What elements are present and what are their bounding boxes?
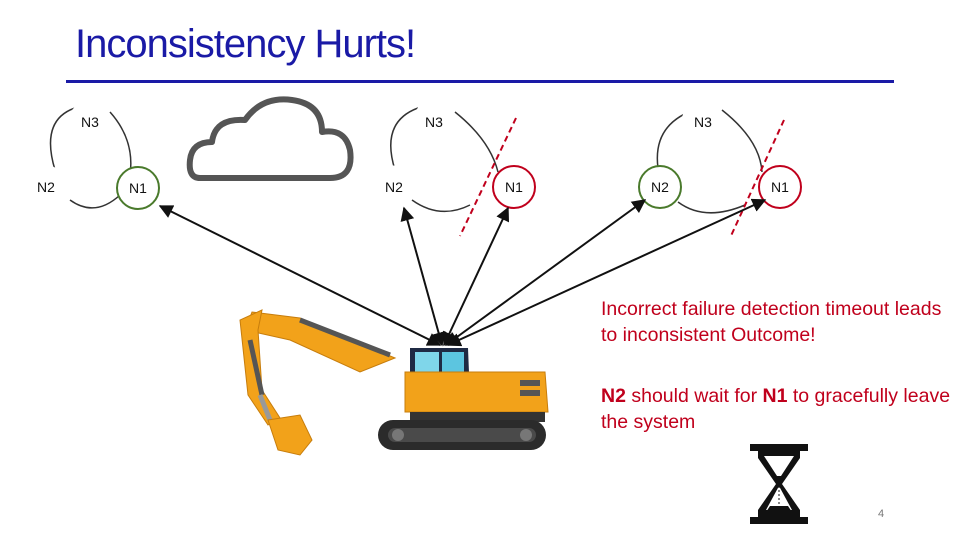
cluster-1-n1-label: N1: [129, 180, 147, 196]
cluster-2-n1-label: N1: [505, 179, 523, 195]
cluster-3-n1-label: N1: [771, 179, 789, 195]
arrow-to-cluster-3-n1: [446, 198, 767, 347]
cluster-1-n2-node: [24, 165, 68, 209]
graceful-leave-note: N2 should wait for N1 to gracefully leav…: [601, 383, 951, 435]
cloud-icon: [186, 96, 354, 181]
cluster-1-n1-node: [116, 166, 160, 210]
cluster-1-n3-label: N3: [81, 114, 99, 130]
cluster-3-n1-node: [758, 165, 802, 209]
cluster-1-n3-node: [68, 100, 112, 144]
note-n1: N1: [762, 385, 788, 407]
partition-line-1: [459, 117, 517, 237]
cluster-2-n3-label: N3: [425, 114, 443, 130]
cluster-3-n3-label: N3: [694, 114, 712, 130]
cluster-2: N3 N2 N1: [372, 100, 536, 237]
note-text-b: to gracefully leave the system: [601, 385, 951, 433]
title-underline: [66, 80, 894, 83]
excavator-icon: [239, 309, 549, 456]
hourglass-icon: [750, 444, 808, 524]
arrow-to-cluster-2-n1: [442, 206, 510, 347]
cluster-3-n2-label: N2: [651, 179, 669, 195]
note-n2: N2: [601, 385, 626, 407]
arrows: [158, 198, 767, 347]
cluster-1-n2-label: N2: [37, 179, 55, 195]
cluster-3-n3-node: [681, 100, 725, 144]
arrow-to-cluster-2-n2: [400, 206, 446, 347]
cluster-2-n2-label: N2: [385, 179, 403, 195]
cluster-3: N3 N2 N1: [638, 100, 802, 239]
arrow-to-cluster-1-n1: [158, 205, 442, 346]
slide-title: Inconsistency Hurts!: [75, 22, 416, 66]
timeout-note: Incorrect failure detection timeout lead…: [601, 298, 942, 346]
partition-line-2: [729, 119, 785, 239]
note-text-a: should wait for: [625, 385, 763, 407]
cluster-1: N3 N2 N1: [24, 100, 160, 210]
cluster-2-n3-node: [412, 100, 456, 144]
page-number: 4: [878, 508, 885, 520]
